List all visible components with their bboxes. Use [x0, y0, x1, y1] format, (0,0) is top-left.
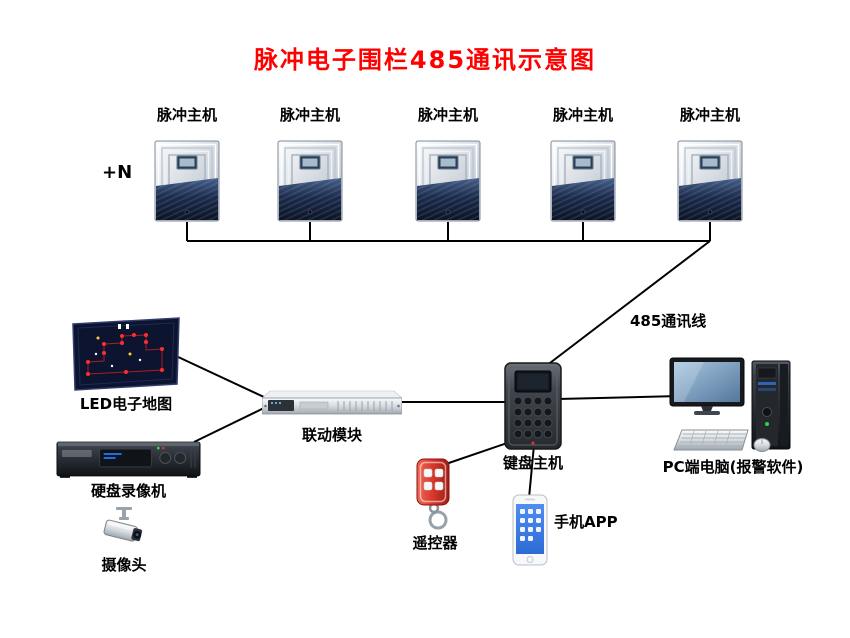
dvr-device: 硬盘录像机 [56, 436, 201, 501]
pulse-host-3-image [415, 140, 481, 222]
wire-keypad-pc [557, 395, 681, 400]
remote-device: 遥控器 [412, 458, 458, 553]
diagram-title: 脉冲电子围栏485通讯示意图 [253, 46, 597, 74]
keypad-host-device: 键盘主机 [503, 362, 564, 473]
pulse-host-1-image [154, 140, 220, 222]
pulse-host-image [677, 140, 743, 222]
pulse-host-4-label: 脉冲主机 [552, 106, 613, 124]
pulse-host-image [277, 140, 343, 222]
led-map-image [72, 317, 180, 391]
pc-tower-image [751, 360, 791, 450]
linkage-module-label: 联动模块 [301, 426, 362, 444]
camera-image [103, 507, 143, 542]
linkage-module-image [262, 390, 402, 415]
pc-label: PC端电脑(报警软件) [662, 458, 804, 476]
pulse-host-2-image [277, 140, 343, 222]
pulse-host-5-image [677, 140, 743, 222]
linkage-module-device: 联动模块 [262, 386, 402, 445]
pc-keyboard-image [673, 429, 749, 451]
pulse-host-4-image [550, 140, 616, 222]
camera-device: 摄像头 [98, 506, 150, 575]
cable-485-label: 485通讯线 [630, 312, 707, 330]
pulse-host-3-label: 脉冲主机 [417, 106, 478, 124]
pulse-host-3: 脉冲主机 [415, 106, 481, 222]
wire-linkage-dvr [193, 406, 267, 443]
plus-n-label: +N [102, 162, 133, 183]
pulse-host-image [154, 140, 220, 222]
dvr-label: 硬盘录像机 [90, 482, 166, 500]
dvr-image [56, 441, 201, 478]
pulse-host-image [415, 140, 481, 222]
wire-linkage-ledmap [175, 355, 267, 399]
pulse-host-4: 脉冲主机 [550, 106, 616, 222]
wire-485-diagonal [545, 240, 711, 367]
pc-monitor-image [669, 357, 745, 415]
pulse-host-1-label: 脉冲主机 [156, 106, 217, 124]
phone-app-label: 手机APP [554, 513, 618, 531]
pulse-host-1: 脉冲主机 [154, 106, 220, 222]
phone-device [512, 494, 548, 566]
pulse-host-image [550, 140, 616, 222]
pc-mouse-image [753, 438, 771, 452]
camera-label: 摄像头 [101, 556, 147, 574]
pulse-host-2-label: 脉冲主机 [279, 106, 340, 124]
keypad-host-image [504, 362, 562, 450]
wire-keypad-phone [528, 444, 535, 499]
pulse-host-5: 脉冲主机 [677, 106, 743, 222]
led-map-label: LED电子地图 [79, 395, 173, 413]
pulse-host-5-label: 脉冲主机 [679, 106, 740, 124]
phone-image [512, 494, 548, 566]
remote-label: 遥控器 [412, 534, 458, 552]
led-map-device: LED电子地图 [70, 316, 182, 414]
keypad-host-label: 键盘主机 [503, 454, 564, 472]
pulse-host-2: 脉冲主机 [277, 106, 343, 222]
remote-image [416, 458, 450, 530]
wire-keypad-remote [439, 440, 514, 467]
